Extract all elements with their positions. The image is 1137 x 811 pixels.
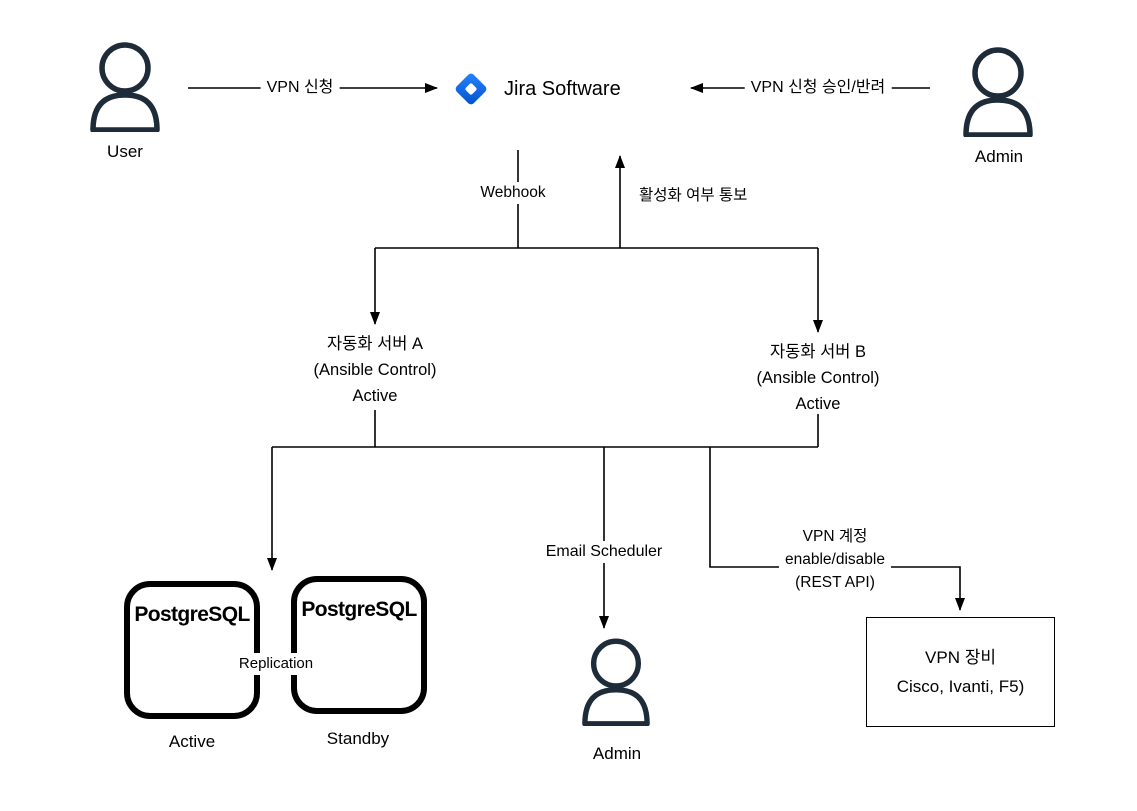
server-b-subtitle: (Ansible Control) <box>756 369 880 387</box>
vpn-device-box: VPN 장비 Cisco, Ivanti, F5) <box>866 617 1055 727</box>
edge-label-vpn-account: VPN 계정 enable/disable (REST API) <box>779 524 891 595</box>
server-b-title: 자동화 서버 B <box>769 343 867 361</box>
edge-label-activation-notice: 활성화 여부 통보 <box>633 185 754 207</box>
vpn-device-line1: VPN 장비 <box>925 648 996 667</box>
edge-label-vpn-request: VPN 신청 <box>260 77 340 99</box>
server-a-title: 자동화 서버 A <box>326 335 424 353</box>
postgres-primary-label: Active <box>168 732 216 751</box>
vpn-device-line2: Cisco, Ivanti, F5) <box>896 677 1025 696</box>
edge-label-vpn-approval: VPN 신청 승인/반려 <box>744 77 892 99</box>
admin-bottom-icon <box>582 638 650 726</box>
replication-label: Replication <box>232 653 320 675</box>
postgres-standby-box: PostgreSQL <box>291 576 427 714</box>
user-label: User <box>107 142 143 161</box>
node-server-b: 자동화 서버 B (Ansible Control) Active <box>757 339 880 417</box>
vpn-account-line2: enable/disable <box>785 551 885 568</box>
postgres-primary-logo: PostgreSQL <box>134 603 250 626</box>
server-a-subtitle: (Ansible Control) <box>313 361 437 379</box>
node-server-a: 자동화 서버 A (Ansible Control) Active <box>314 331 437 409</box>
edge-label-webhook: Webhook <box>474 182 552 204</box>
edge-label-email-scheduler: Email Scheduler <box>539 541 669 563</box>
postgres-standby-label: Standby <box>326 729 390 748</box>
admin-icon <box>963 47 1033 137</box>
postgres-standby-logo: PostgreSQL <box>301 598 417 621</box>
jira-label: Jira Software <box>504 78 621 100</box>
user-icon <box>90 42 160 132</box>
postgres-primary-box: PostgreSQL <box>124 581 260 719</box>
admin-bottom-label: Admin <box>592 744 642 763</box>
jira-logo-icon <box>455 73 487 105</box>
vpn-account-line3: (REST API) <box>795 574 875 591</box>
vpn-account-line1: VPN 계정 <box>802 528 868 545</box>
server-b-status: Active <box>795 395 841 413</box>
server-a-status: Active <box>352 387 398 405</box>
admin-top-label: Admin <box>974 147 1024 166</box>
